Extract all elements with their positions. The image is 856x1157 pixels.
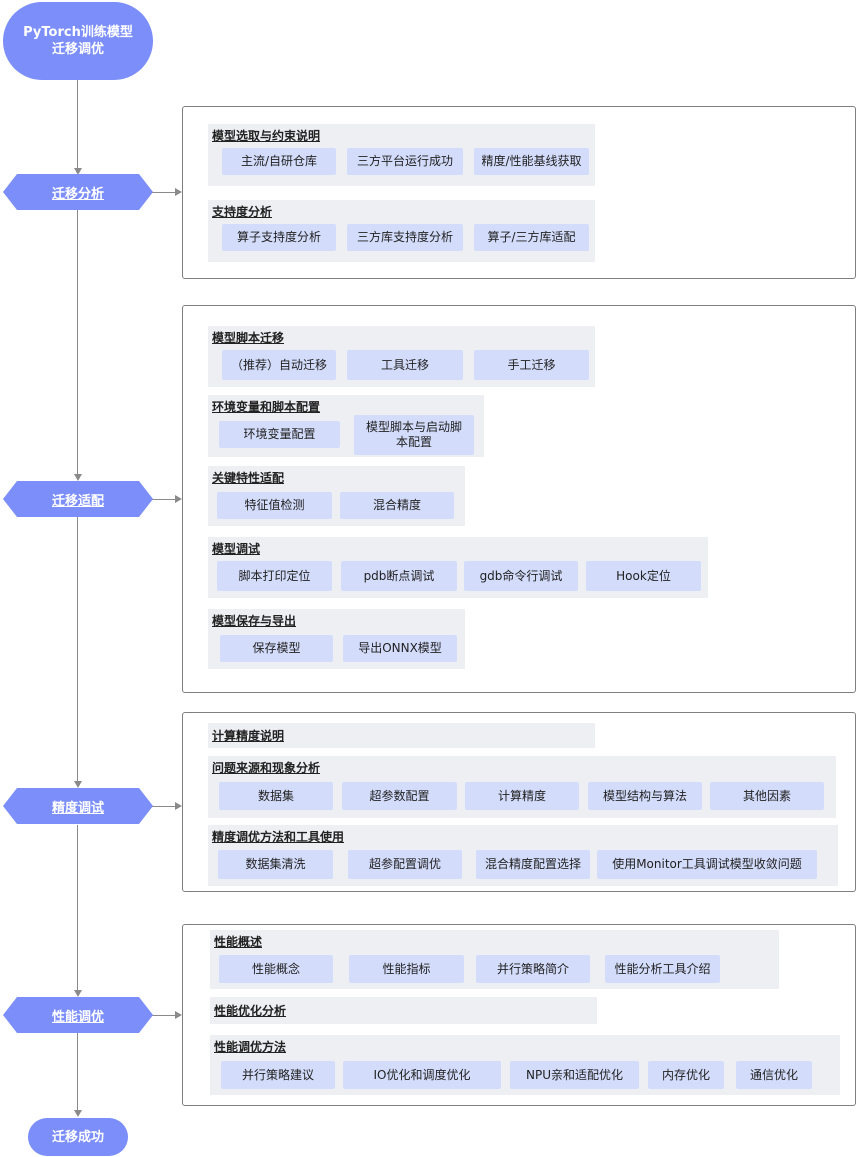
group-perf-methods: 性能调优方法 并行策略建议 IO优化和调度优化 NPU亲和适配优化 内存优化 通…	[210, 1035, 840, 1095]
flow-arrow	[175, 495, 182, 503]
group-precision-tuning: 精度调优方法和工具使用 数据集清洗 超参配置调优 混合精度配置选择 使用Moni…	[208, 825, 838, 886]
flow-arrow	[74, 990, 82, 997]
group-title: 性能优化分析	[214, 1004, 287, 1018]
stage-label: 性能调优	[51, 1009, 104, 1025]
end-label: 迁移成功	[51, 1129, 104, 1145]
group-perf-analysis: 性能优化分析	[210, 997, 597, 1024]
chip[interactable]: pdb断点调试	[341, 561, 457, 591]
chip[interactable]: 并行策略简介	[476, 955, 590, 983]
group-title: 性能调优方法	[214, 1040, 287, 1054]
group-title: 模型保存与导出	[212, 614, 297, 628]
flow-arrow	[74, 1110, 82, 1117]
chip[interactable]: 通信优化	[736, 1061, 812, 1089]
flow-arrow	[175, 188, 182, 196]
chip[interactable]: 脚本打印定位	[217, 561, 332, 591]
chip[interactable]: 模型脚本与启动脚本配置	[354, 415, 474, 455]
group-title: 问题来源和现象分析	[212, 761, 321, 775]
chip[interactable]: 内存优化	[648, 1061, 724, 1089]
group-perf-overview: 性能概述 性能概念 性能指标 并行策略简介 性能分析工具介绍	[210, 930, 779, 989]
chip[interactable]: 并行策略建议	[221, 1061, 335, 1089]
group-title: 环境变量和脚本配置	[212, 400, 321, 414]
chip[interactable]: 数据集清洗	[218, 850, 333, 879]
group-support-analysis: 支持度分析 算子支持度分析 三方库支持度分析 算子/三方库适配	[208, 200, 595, 262]
group-save-export: 模型保存与导出 保存模型 导出ONNX模型	[208, 609, 465, 669]
flow-connector	[77, 80, 78, 172]
stage-label: 迁移分析	[51, 186, 104, 202]
group-title: 模型选取与约束说明	[212, 129, 321, 143]
group-title: 性能概述	[214, 935, 263, 949]
chip[interactable]: 数据集	[219, 782, 333, 810]
chip[interactable]: 工具迁移	[347, 350, 463, 380]
group-title: 模型调试	[212, 542, 261, 556]
chip[interactable]: 算子支持度分析	[222, 224, 336, 251]
flow-connector	[77, 825, 78, 995]
group-model-selection: 模型选取与约束说明 主流/自研仓库 三方平台运行成功 精度/性能基线获取	[208, 124, 595, 186]
chip[interactable]: IO优化和调度优化	[343, 1061, 501, 1089]
chip[interactable]: 三方库支持度分析	[347, 224, 463, 251]
chip[interactable]: 混合精度	[340, 492, 454, 519]
chip[interactable]: Hook定位	[586, 561, 701, 591]
chip[interactable]: 超参配置调优	[348, 850, 462, 879]
group-title: 精度调优方法和工具使用	[212, 830, 345, 844]
flow-connector	[152, 806, 176, 807]
flow-connector	[77, 210, 78, 478]
stage-label: 精度调试	[51, 800, 104, 816]
flow-arrow	[74, 781, 82, 788]
chip[interactable]: 使用Monitor工具调试模型收敛问题	[597, 850, 817, 879]
group-title: 关键特性适配	[212, 471, 285, 485]
chip[interactable]: （推荐）自动迁移	[222, 350, 336, 380]
chip[interactable]: 保存模型	[220, 635, 333, 662]
flow-arrow	[74, 168, 82, 175]
group-model-debug: 模型调试 脚本打印定位 pdb断点调试 gdb命令行调试 Hook定位	[208, 537, 708, 598]
chip[interactable]: 计算精度	[465, 782, 579, 810]
chip[interactable]: 性能分析工具介绍	[605, 955, 720, 983]
chip[interactable]: 三方平台运行成功	[347, 148, 463, 175]
flow-arrow	[175, 802, 182, 810]
chip[interactable]: 性能指标	[349, 955, 464, 983]
chip[interactable]: 混合精度配置选择	[476, 850, 590, 879]
stage-precision-debugging[interactable]: 精度调试	[3, 788, 153, 824]
group-title: 计算精度说明	[212, 729, 285, 743]
group-script-migration: 模型脚本迁移 （推荐）自动迁移 工具迁移 手工迁移	[208, 326, 595, 387]
chip[interactable]: 其他因素	[710, 782, 824, 810]
flow-connector	[77, 1033, 78, 1113]
chip[interactable]: 精度/性能基线获取	[474, 148, 589, 175]
chip[interactable]: 环境变量配置	[219, 421, 340, 448]
chip[interactable]: 性能概念	[219, 955, 333, 983]
stage-performance-tuning[interactable]: 性能调优	[3, 997, 153, 1033]
chip[interactable]: 手工迁移	[474, 350, 589, 380]
group-title: 支持度分析	[212, 205, 273, 219]
flow-connector	[152, 1015, 176, 1016]
chip[interactable]: 算子/三方库适配	[474, 224, 589, 251]
chip[interactable]: 特征值检测	[217, 492, 332, 519]
end-node: 迁移成功	[28, 1118, 128, 1156]
chip[interactable]: 导出ONNX模型	[343, 635, 457, 662]
group-env-config: 环境变量和脚本配置 环境变量配置 模型脚本与启动脚本配置	[208, 395, 484, 457]
chip[interactable]: NPU亲和适配优化	[510, 1061, 639, 1089]
flow-arrow	[74, 474, 82, 481]
flow-connector	[152, 192, 176, 193]
chip[interactable]: gdb命令行调试	[464, 561, 578, 591]
chip[interactable]: 主流/自研仓库	[222, 148, 336, 175]
stage-migration-adaptation[interactable]: 迁移适配	[3, 481, 153, 517]
chip-label: 模型脚本与启动脚本配置	[365, 420, 462, 449]
group-key-features: 关键特性适配 特征值检测 混合精度	[208, 466, 465, 526]
flow-arrow	[175, 1011, 182, 1019]
group-title: 模型脚本迁移	[212, 331, 285, 345]
group-precision-desc: 计算精度说明	[208, 723, 595, 748]
stage-migration-analysis[interactable]: 迁移分析	[3, 174, 153, 210]
chip[interactable]: 模型结构与算法	[588, 782, 702, 810]
start-node: PyTorch训练模型迁移调优	[3, 2, 153, 80]
flow-connector	[152, 499, 176, 500]
flow-connector	[77, 517, 78, 785]
stage-label: 迁移适配	[51, 493, 104, 509]
chip[interactable]: 超参数配置	[342, 782, 457, 810]
group-issue-analysis: 问题来源和现象分析 数据集 超参数配置 计算精度 模型结构与算法 其他因素	[208, 756, 836, 818]
start-label: PyTorch训练模型迁移调优	[23, 25, 133, 57]
